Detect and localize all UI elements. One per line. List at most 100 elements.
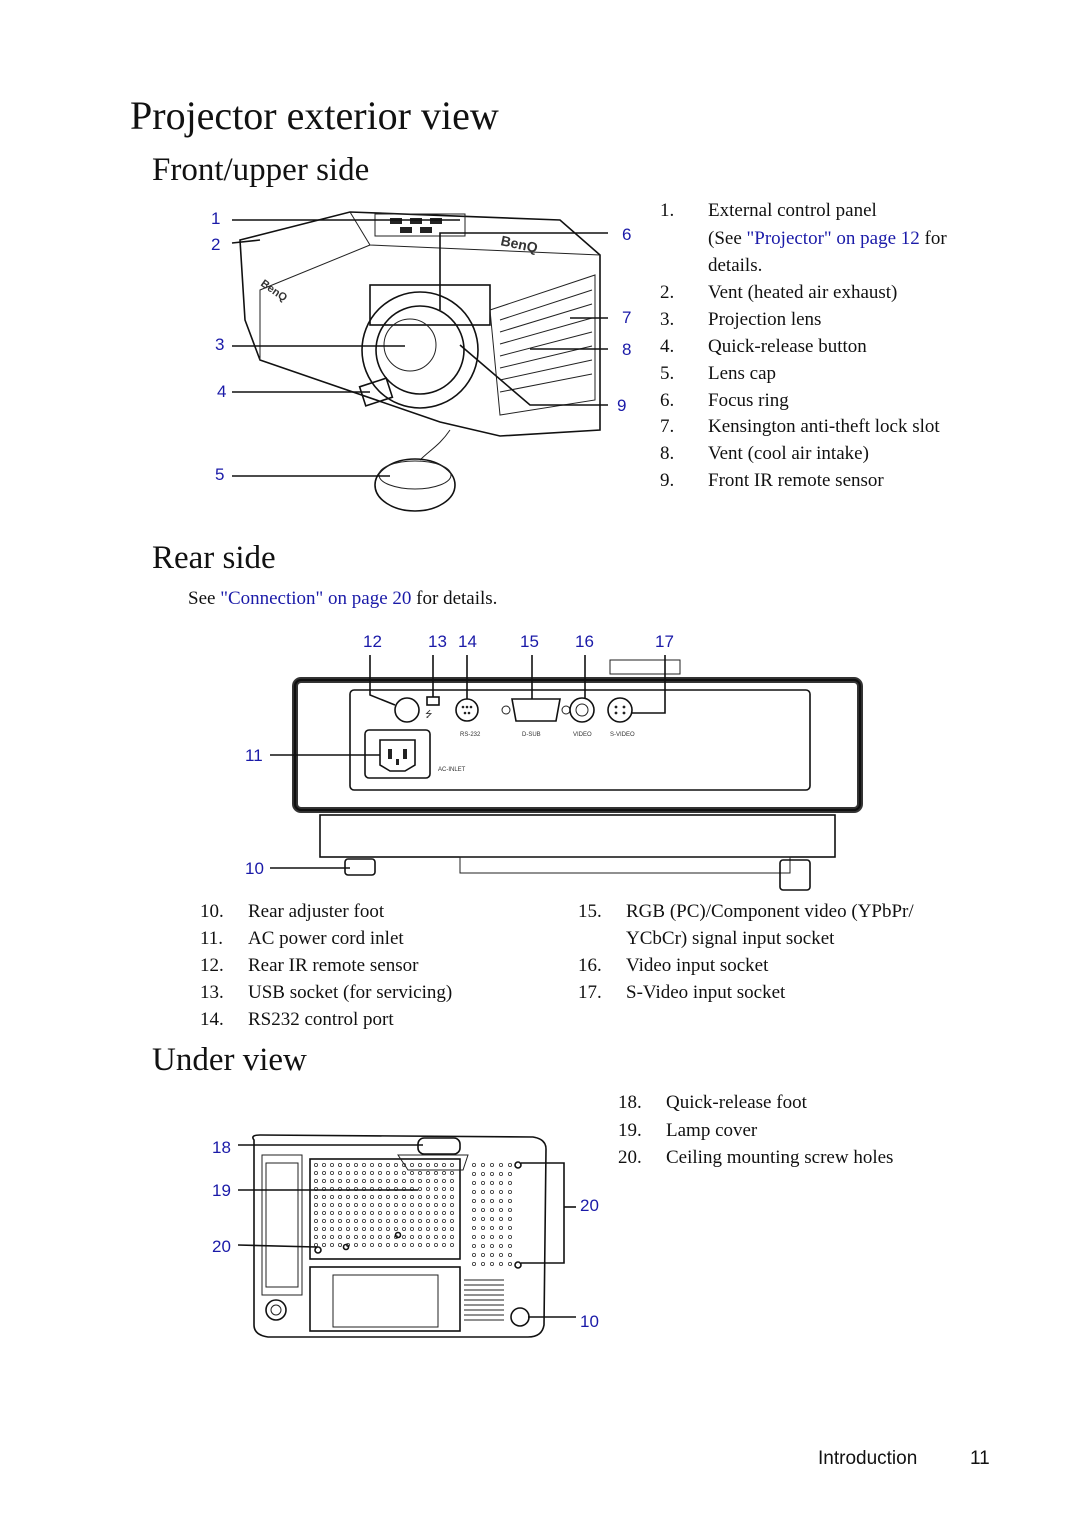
callout-20-left: 20 [212, 1237, 231, 1256]
callout-4: 4 [217, 382, 227, 401]
front-item-1-details: details. [708, 255, 763, 276]
rear-adjuster-foot [344, 858, 376, 876]
lens-cap [374, 458, 456, 512]
callout-6: 6 [622, 225, 632, 244]
under-item-20: 20.Ceiling mounting screw holes [618, 1147, 894, 1168]
front-item-5: 5.Lens cap [660, 363, 777, 384]
rear-item-15-cont: YCbCr) signal input socket [626, 928, 835, 949]
under-label-area [309, 1266, 461, 1332]
projector-page-link[interactable]: "Projector" on page 12 [746, 228, 920, 249]
lamp-cover [309, 1158, 461, 1260]
callout-2: 2 [211, 235, 221, 254]
rear-item-16: 16.Video input socket [578, 955, 769, 976]
label-rs232: RS-232 [460, 732, 481, 738]
front-item-7: 7.Kensington anti-theft lock slot [660, 416, 940, 437]
front-item-1-note: (See "Projector" on page 12 for [708, 228, 947, 249]
front-item-1: 1.External control panel [660, 200, 877, 221]
projection-lens [375, 305, 465, 395]
lens-housing-top [369, 284, 491, 326]
under-item-18: 18.Quick-release foot [618, 1092, 807, 1113]
rear-item-11: 11.AC power cord inlet [200, 928, 404, 949]
label-ac-inlet: AC-INLET [438, 767, 466, 773]
under-item-19: 19.Lamp cover [618, 1120, 758, 1141]
rear-item-14: 14.RS232 control port [200, 1009, 394, 1030]
callout-10-rear: 10 [245, 859, 264, 878]
control-panel [374, 213, 466, 237]
rear-item-12: 12.Rear IR remote sensor [200, 955, 419, 976]
rear-heading: Rear side [152, 540, 276, 576]
lens-cap-strap [419, 429, 451, 461]
label-video: VIDEO [573, 732, 592, 738]
front-item-9: 9.Front IR remote sensor [660, 470, 884, 491]
screw-hole [514, 1261, 522, 1269]
front-item-4: 4.Quick-release button [660, 336, 867, 357]
callout-13: 13 [428, 632, 447, 651]
ac-inlet [364, 729, 431, 779]
rear-body-frame [292, 677, 863, 813]
front-item-8: 8.Vent (cool air intake) [660, 443, 869, 464]
rear-projector-illustration: ⭍ RS-232 D-SUB VIDEO S-VIDEO AC-INLET [270, 655, 863, 891]
rear-top-rim [609, 659, 681, 675]
callout-16: 16 [575, 632, 594, 651]
screw-hole [314, 1246, 322, 1254]
front-item-2: 2.Vent (heated air exhaust) [660, 282, 898, 303]
under-grille [464, 1279, 504, 1321]
under-foot-left [265, 1299, 287, 1321]
callout-19: 19 [212, 1181, 231, 1200]
connector-panel [349, 689, 811, 791]
under-left-panel [261, 1154, 303, 1296]
top-brand-logo: BenQ [499, 232, 539, 255]
front-heading: Front/upper side [152, 152, 370, 188]
front-item-6: 6.Focus ring [660, 390, 789, 411]
lens-glass [383, 318, 437, 372]
screw-hole [394, 1231, 402, 1239]
under-body [252, 1134, 547, 1338]
projector-body-outline [239, 211, 601, 437]
callout-1: 1 [211, 209, 221, 228]
d-sub-port [511, 698, 561, 722]
screw-hole [342, 1243, 350, 1251]
front-item-3: 3.Projection lens [660, 309, 822, 330]
under-projector-illustration [238, 1134, 576, 1338]
rear-item-17: 17.S-Video input socket [578, 982, 786, 1003]
callout-14: 14 [458, 632, 477, 651]
rear-item-13: 13.USB socket (for servicing) [200, 982, 453, 1003]
callout-20-right: 20 [580, 1196, 599, 1215]
callout-10-under: 10 [580, 1312, 599, 1331]
rear-item-10: 10.Rear adjuster foot [200, 901, 385, 922]
rear-ir-sensor [394, 697, 420, 723]
side-brand-logo: BenQ [258, 278, 289, 305]
side-vent [489, 274, 596, 416]
usb-symbol-icon: ⭍ [425, 709, 433, 719]
callout-17: 17 [655, 632, 674, 651]
callout-8: 8 [622, 340, 632, 359]
control-panel-buttons [390, 218, 442, 233]
projector-front-edge [259, 244, 371, 360]
page-title: Projector exterior view [130, 93, 499, 138]
callout-12: 12 [363, 632, 382, 651]
video-port [569, 697, 595, 723]
callout-11: 11 [245, 746, 263, 765]
label-dsub: D-SUB [522, 732, 541, 738]
connection-page-link[interactable]: "Connection" on page 20 [220, 588, 412, 609]
s-video-port [607, 697, 633, 723]
callout-5: 5 [215, 465, 225, 484]
front-foot [779, 859, 811, 891]
callout-15: 15 [520, 632, 539, 651]
quick-release-button [358, 377, 394, 407]
footer-page-number: 11 [970, 1448, 990, 1469]
screw-hole [514, 1161, 522, 1169]
front-projector-illustration: BenQ BenQ [231, 211, 608, 512]
rear-intro: See "Connection" on page 20 for details. [188, 588, 498, 609]
label-svideo: S-VIDEO [610, 732, 635, 738]
callout-3: 3 [215, 335, 225, 354]
quick-release-foot [417, 1137, 461, 1155]
rear-item-15: 15.RGB (PC)/Component video (YPbPr/ [578, 901, 914, 922]
callout-18: 18 [212, 1138, 231, 1157]
lens-outer-ring [361, 291, 479, 409]
under-heading: Under view [152, 1042, 307, 1078]
rear-lower-body [319, 814, 836, 858]
rear-bottom-strip [459, 856, 791, 874]
footer-section: Introduction [818, 1448, 918, 1469]
callout-7: 7 [622, 308, 632, 327]
